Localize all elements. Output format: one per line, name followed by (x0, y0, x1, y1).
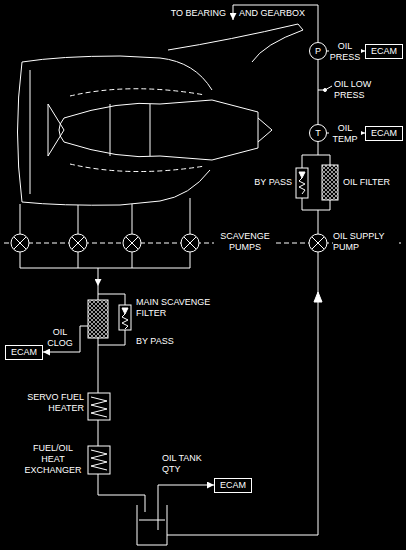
temperature-sensor: T (309, 124, 327, 142)
signal-label: OIL TEMP (329, 123, 361, 145)
ecam-box: ECAM (5, 345, 43, 360)
pressure-sensor: P (309, 42, 327, 60)
node-text: ECAM (220, 480, 246, 491)
signal-label: OIL LOW PRESS (334, 79, 384, 101)
oil-tank (137, 505, 167, 545)
node-text: T (315, 128, 321, 139)
flow-arrow (98, 268, 99, 286)
bypass-valve (296, 168, 308, 198)
flow-arrow (314, 292, 322, 302)
component-label: OIL SUPPLY PUMP (333, 231, 399, 253)
valve-head (299, 172, 305, 178)
switch-contact (324, 89, 327, 92)
valve-spring (122, 314, 128, 329)
scavenge-pipe (98, 474, 145, 512)
ecam-box: ECAM (365, 126, 403, 141)
clog-leader (43, 326, 88, 352)
ecam-box: ECAM (365, 44, 403, 59)
ecam-box: ECAM (214, 478, 252, 493)
fan (48, 104, 64, 156)
node-text: P (315, 46, 321, 57)
node-text: ECAM (11, 347, 37, 358)
pump-cross (14, 237, 324, 249)
bypass-duct (70, 89, 205, 172)
component-label: BY PASS (240, 177, 292, 188)
quantity-leader (158, 485, 214, 530)
node-text: ECAM (371, 46, 397, 57)
component-label: MAIN SCAVENGE FILTER (136, 297, 218, 319)
valve-spring (299, 178, 305, 194)
pressure-pipe (233, 5, 318, 42)
pump-symbols (11, 234, 327, 252)
component-label: OIL TANK QTY (162, 453, 210, 475)
fuel-heater (88, 393, 110, 420)
signal-label: OIL PRESS (329, 41, 361, 63)
scavenge-pipe (98, 420, 99, 446)
exchanger-coil (91, 450, 107, 470)
component-label: FUEL/OIL HEAT EXCHANGER (22, 443, 84, 476)
scavenge-filter (88, 300, 108, 338)
oil-filter (322, 165, 338, 200)
flow-arrow (233, 5, 234, 20)
nacelle (18, 56, 213, 205)
valve-head (122, 308, 128, 314)
heat-exchanger (88, 446, 110, 474)
direction-label: AND GEARBOX (239, 8, 315, 19)
oil-level (139, 520, 165, 521)
component-label: SERVO FUEL HEATER (20, 392, 84, 414)
node-text: ECAM (371, 128, 397, 139)
bypass-valve (119, 305, 131, 330)
engine-core (59, 100, 272, 160)
scavenge-pipe (20, 198, 190, 268)
direction-label: TO BEARING (146, 8, 226, 19)
heater-coil (91, 397, 107, 417)
component-label: BY PASS (136, 336, 188, 347)
component-label: OIL FILTER (343, 177, 403, 188)
component-label: SCAVENGE PUMPS (214, 231, 276, 253)
pylon (168, 24, 303, 62)
signal-label: OIL CLOG (45, 327, 75, 349)
